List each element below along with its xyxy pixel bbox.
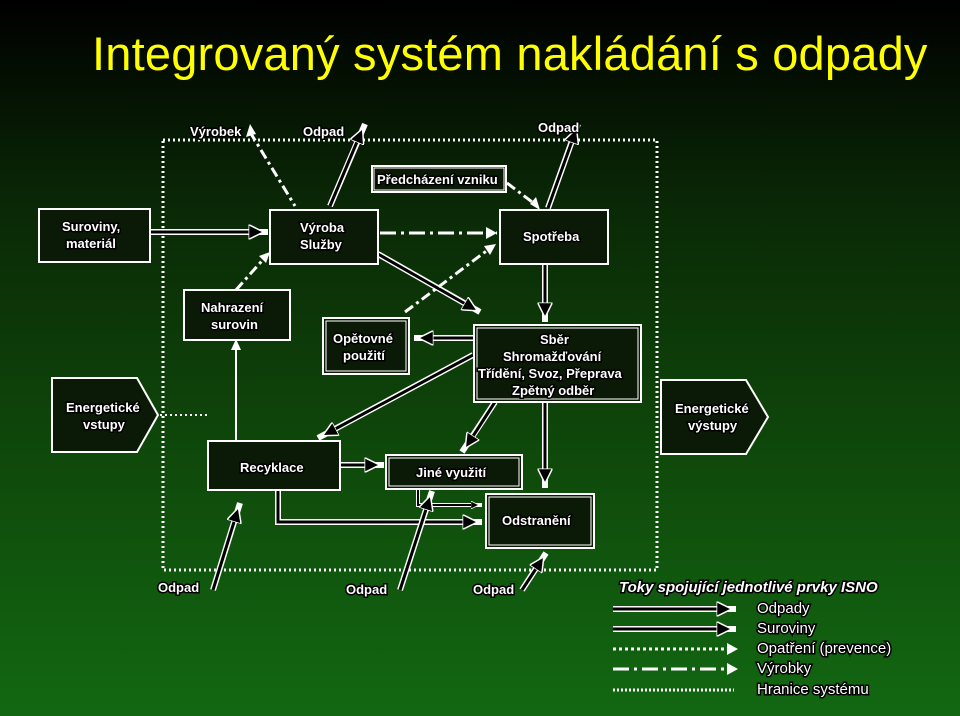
box-nahrazeni: Nahrazení surovin xyxy=(183,289,291,341)
box-recyklace-line1: Recyklace xyxy=(240,460,304,475)
legend-label-vyrobky: Výrobky xyxy=(757,660,812,677)
legend-label-hranice: Hranice systému xyxy=(757,681,869,698)
box-jine-line1: Jiné využití xyxy=(416,465,486,480)
box-opetovne-line1: Opětovné xyxy=(333,331,393,346)
box-odstraneni-line1: Odstranění xyxy=(502,513,571,528)
label-odpad-bottom2: Odpad xyxy=(346,582,387,597)
box-suroviny-line1: Suroviny, xyxy=(62,219,120,234)
box-sber-line1: Sběr xyxy=(540,332,569,347)
box-vyroba: Výroba Služby xyxy=(269,209,379,265)
box-sber: Sběr Shromažďování Třídění, Svoz, Přepra… xyxy=(473,324,642,403)
box-energ-vstupy-line1: Energetické xyxy=(66,400,140,415)
box-jine: Jiné využití xyxy=(385,454,523,490)
box-predchazeni-line1: Předcházení vzniku xyxy=(377,172,498,187)
box-recyklace: Recyklace xyxy=(207,440,341,491)
box-odstraneni: Odstranění xyxy=(485,493,595,549)
box-energ-vstupy-line2: vstupy xyxy=(83,417,126,432)
label-odpad-top1: Odpad xyxy=(303,124,344,139)
box-opetovne: Opětovné použití xyxy=(322,317,410,375)
box-vyroba-line1: Výroba xyxy=(300,220,345,235)
box-vyroba-line2: Služby xyxy=(300,237,343,252)
box-opetovne-line2: použití xyxy=(343,348,385,363)
box-sber-line4: Zpětný odběr xyxy=(512,383,594,398)
box-sber-line3: Třídění, Svoz, Přeprava xyxy=(478,366,623,381)
box-spotreba: Spotřeba xyxy=(499,209,609,265)
label-vyrobek: Výrobek xyxy=(190,124,242,139)
box-sber-line2: Shromažďování xyxy=(503,349,602,364)
flow-product-in xyxy=(248,131,297,207)
label-odpad-bottom3: Odpad xyxy=(473,582,514,597)
box-suroviny-line2: materiál xyxy=(66,236,116,251)
label-odpad-bottom1: Odpad xyxy=(158,580,199,595)
legend-label-odpady: Odpady xyxy=(757,600,810,617)
box-energ-vystupy-line2: výstupy xyxy=(688,418,738,433)
box-nahrazeni-line1: Nahrazení xyxy=(201,300,264,315)
system-boundary xyxy=(161,138,659,572)
label-odpad-top2: Odpad xyxy=(538,120,579,135)
box-nahrazeni-line2: surovin xyxy=(211,317,258,332)
box-predchazeni: Předcházení vzniku xyxy=(371,165,507,193)
legend-label-opatreni: Opatření (prevence) xyxy=(757,640,891,657)
legend-label-suroviny: Suroviny xyxy=(757,620,816,637)
box-spotreba-line1: Spotřeba xyxy=(523,229,580,244)
box-energ-vystupy: Energetické výstupy xyxy=(660,379,770,455)
legend: Toky spojující jednotlivé prvky ISNO Odp… xyxy=(613,578,893,700)
box-suroviny: Suroviny, materiál xyxy=(38,208,151,263)
box-energ-vystupy-line1: Energetické xyxy=(675,401,749,416)
legend-title: Toky spojující jednotlivé prvky ISNO xyxy=(619,579,878,596)
slide-title: Integrovaný systém nakládání s odpady xyxy=(92,27,928,80)
flow-arrows xyxy=(150,122,581,592)
flow-reuse-to-consumption xyxy=(404,244,494,314)
box-energ-vstupy: Energetické vstupy xyxy=(51,377,160,453)
